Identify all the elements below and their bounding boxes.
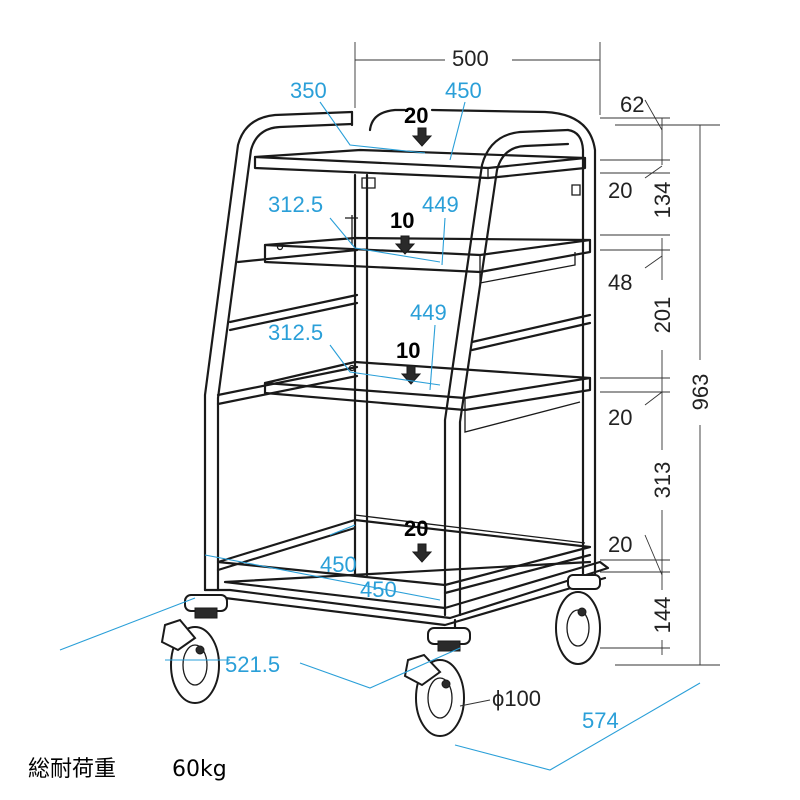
dim-bottom-144: 144 (650, 597, 675, 634)
load-second-shelf: 10 (390, 208, 414, 233)
dim-shelf3-depth: 312.5 (268, 320, 323, 345)
dim-shelf-thickness-3: 20 (608, 532, 632, 557)
load-bottom-shelf: 20 (404, 516, 428, 541)
dim-overall-height: 963 (688, 374, 713, 411)
dim-width-top: 500 (452, 46, 489, 71)
side-rail-right-mid (470, 313, 592, 352)
caster-front-left (160, 594, 228, 704)
dim-shelf1-depth: 350 (290, 78, 327, 103)
left-front-post (203, 110, 354, 592)
dim-base-depth: 450 (320, 552, 357, 577)
blue-dimension-lines (59, 101, 701, 771)
dim-shelf3-width: 449 (410, 300, 447, 325)
dim-space-1: 134 (650, 182, 675, 219)
dim-overall-depth: 521.5 (225, 652, 280, 677)
caster-front-right (403, 627, 471, 737)
right-back-post (430, 108, 597, 582)
caster-back-right (555, 574, 601, 665)
left-back-post (350, 108, 407, 132)
dim-base-width: 450 (360, 577, 397, 602)
second-shelf (263, 215, 592, 284)
right-front-post (443, 128, 570, 617)
dim-shelf-thickness-1: 20 (608, 178, 632, 203)
black-dimension-lines (354, 42, 720, 707)
right-front-post-inner (458, 142, 570, 617)
load-arrows (394, 127, 433, 563)
side-rail-left-low (216, 365, 359, 406)
caption-total-load-label: 総耐荷重 (28, 757, 116, 782)
dim-bracket-48: 48 (608, 270, 632, 295)
dim-shelf1-width: 450 (445, 78, 482, 103)
bottom-shelf (216, 514, 592, 595)
dim-space-2: 201 (650, 297, 675, 334)
dim-top-gap: 62 (620, 92, 644, 117)
caption-total-load-value: 60kg (172, 757, 227, 782)
base-frame (203, 560, 610, 632)
top-shelf (253, 148, 587, 196)
dim-overall-width: 574 (582, 708, 619, 733)
dim-shelf-thickness-2: 20 (608, 405, 632, 430)
dim-shelf2-depth: 312.5 (268, 192, 323, 217)
dim-shelf2-width: 449 (422, 192, 459, 217)
side-rail-left-upper (236, 248, 359, 264)
third-shelf (263, 360, 592, 433)
load-top-shelf: 20 (404, 103, 428, 128)
right-back-post-inner (566, 128, 585, 582)
dim-caster-diameter: ϕ100 (492, 686, 541, 711)
load-third-shelf: 10 (396, 338, 420, 363)
dim-space-3: 313 (650, 462, 675, 499)
left-front-post-inner (216, 122, 354, 592)
side-rail-left-mid (228, 293, 359, 332)
